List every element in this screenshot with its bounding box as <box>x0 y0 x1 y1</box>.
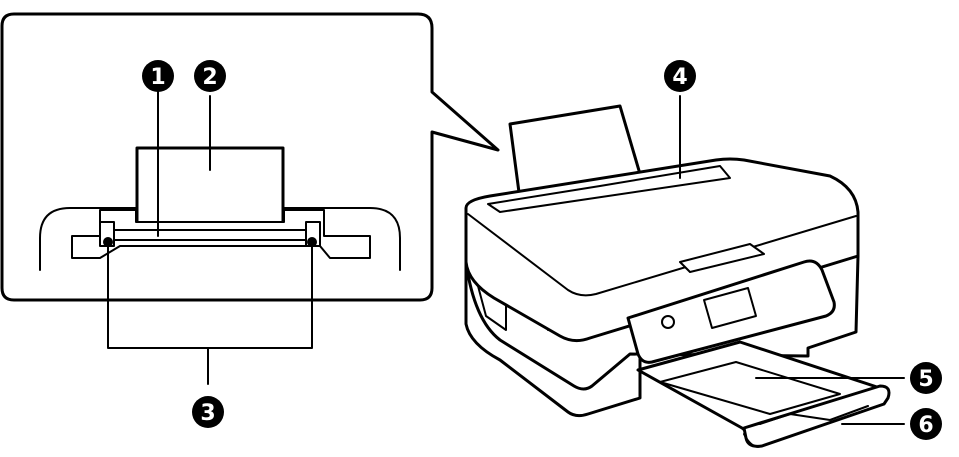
power-button <box>661 315 675 329</box>
scanner-lid-edge <box>467 213 857 297</box>
zoom-paper-feed-slot <box>107 229 315 241</box>
callout-badge-5 <box>910 362 942 394</box>
callout-2: 2 <box>194 60 226 92</box>
leader-lines-left <box>107 87 313 385</box>
output-tray-extension <box>742 384 891 448</box>
rear-slot-cover <box>487 165 731 213</box>
callout-badge-1 <box>142 60 174 92</box>
paper-stopper <box>743 433 763 448</box>
callout-6: 6 <box>910 408 942 440</box>
callout-label-2: 2 <box>202 65 217 90</box>
callout-badge-6 <box>910 408 942 440</box>
scanner-lid <box>464 157 860 343</box>
callout-badge-2 <box>194 60 226 92</box>
zoom-panel <box>0 12 500 302</box>
printer <box>464 104 891 448</box>
callout-label-6: 6 <box>918 413 933 438</box>
tray-extension-ridge <box>759 405 869 425</box>
callout-1: 1 <box>142 60 174 92</box>
callout-label-4: 4 <box>672 65 687 90</box>
callout-badge-3 <box>192 396 224 428</box>
callout-3: 3 <box>192 396 224 428</box>
zoom-printer-body <box>39 207 401 271</box>
callout-label-5: 5 <box>918 367 933 392</box>
callout-label-3: 3 <box>200 401 215 426</box>
lid-handle <box>679 243 765 273</box>
callout-label-1: 1 <box>150 65 165 90</box>
callout-badge-4 <box>664 60 696 92</box>
callout-4: 4 <box>664 60 696 92</box>
leader-lines-right <box>679 95 905 425</box>
lcd-screen <box>703 287 757 329</box>
leader-bracket-3 <box>107 241 313 349</box>
output-tray-paper <box>659 361 841 415</box>
callout-5: 5 <box>910 362 942 394</box>
